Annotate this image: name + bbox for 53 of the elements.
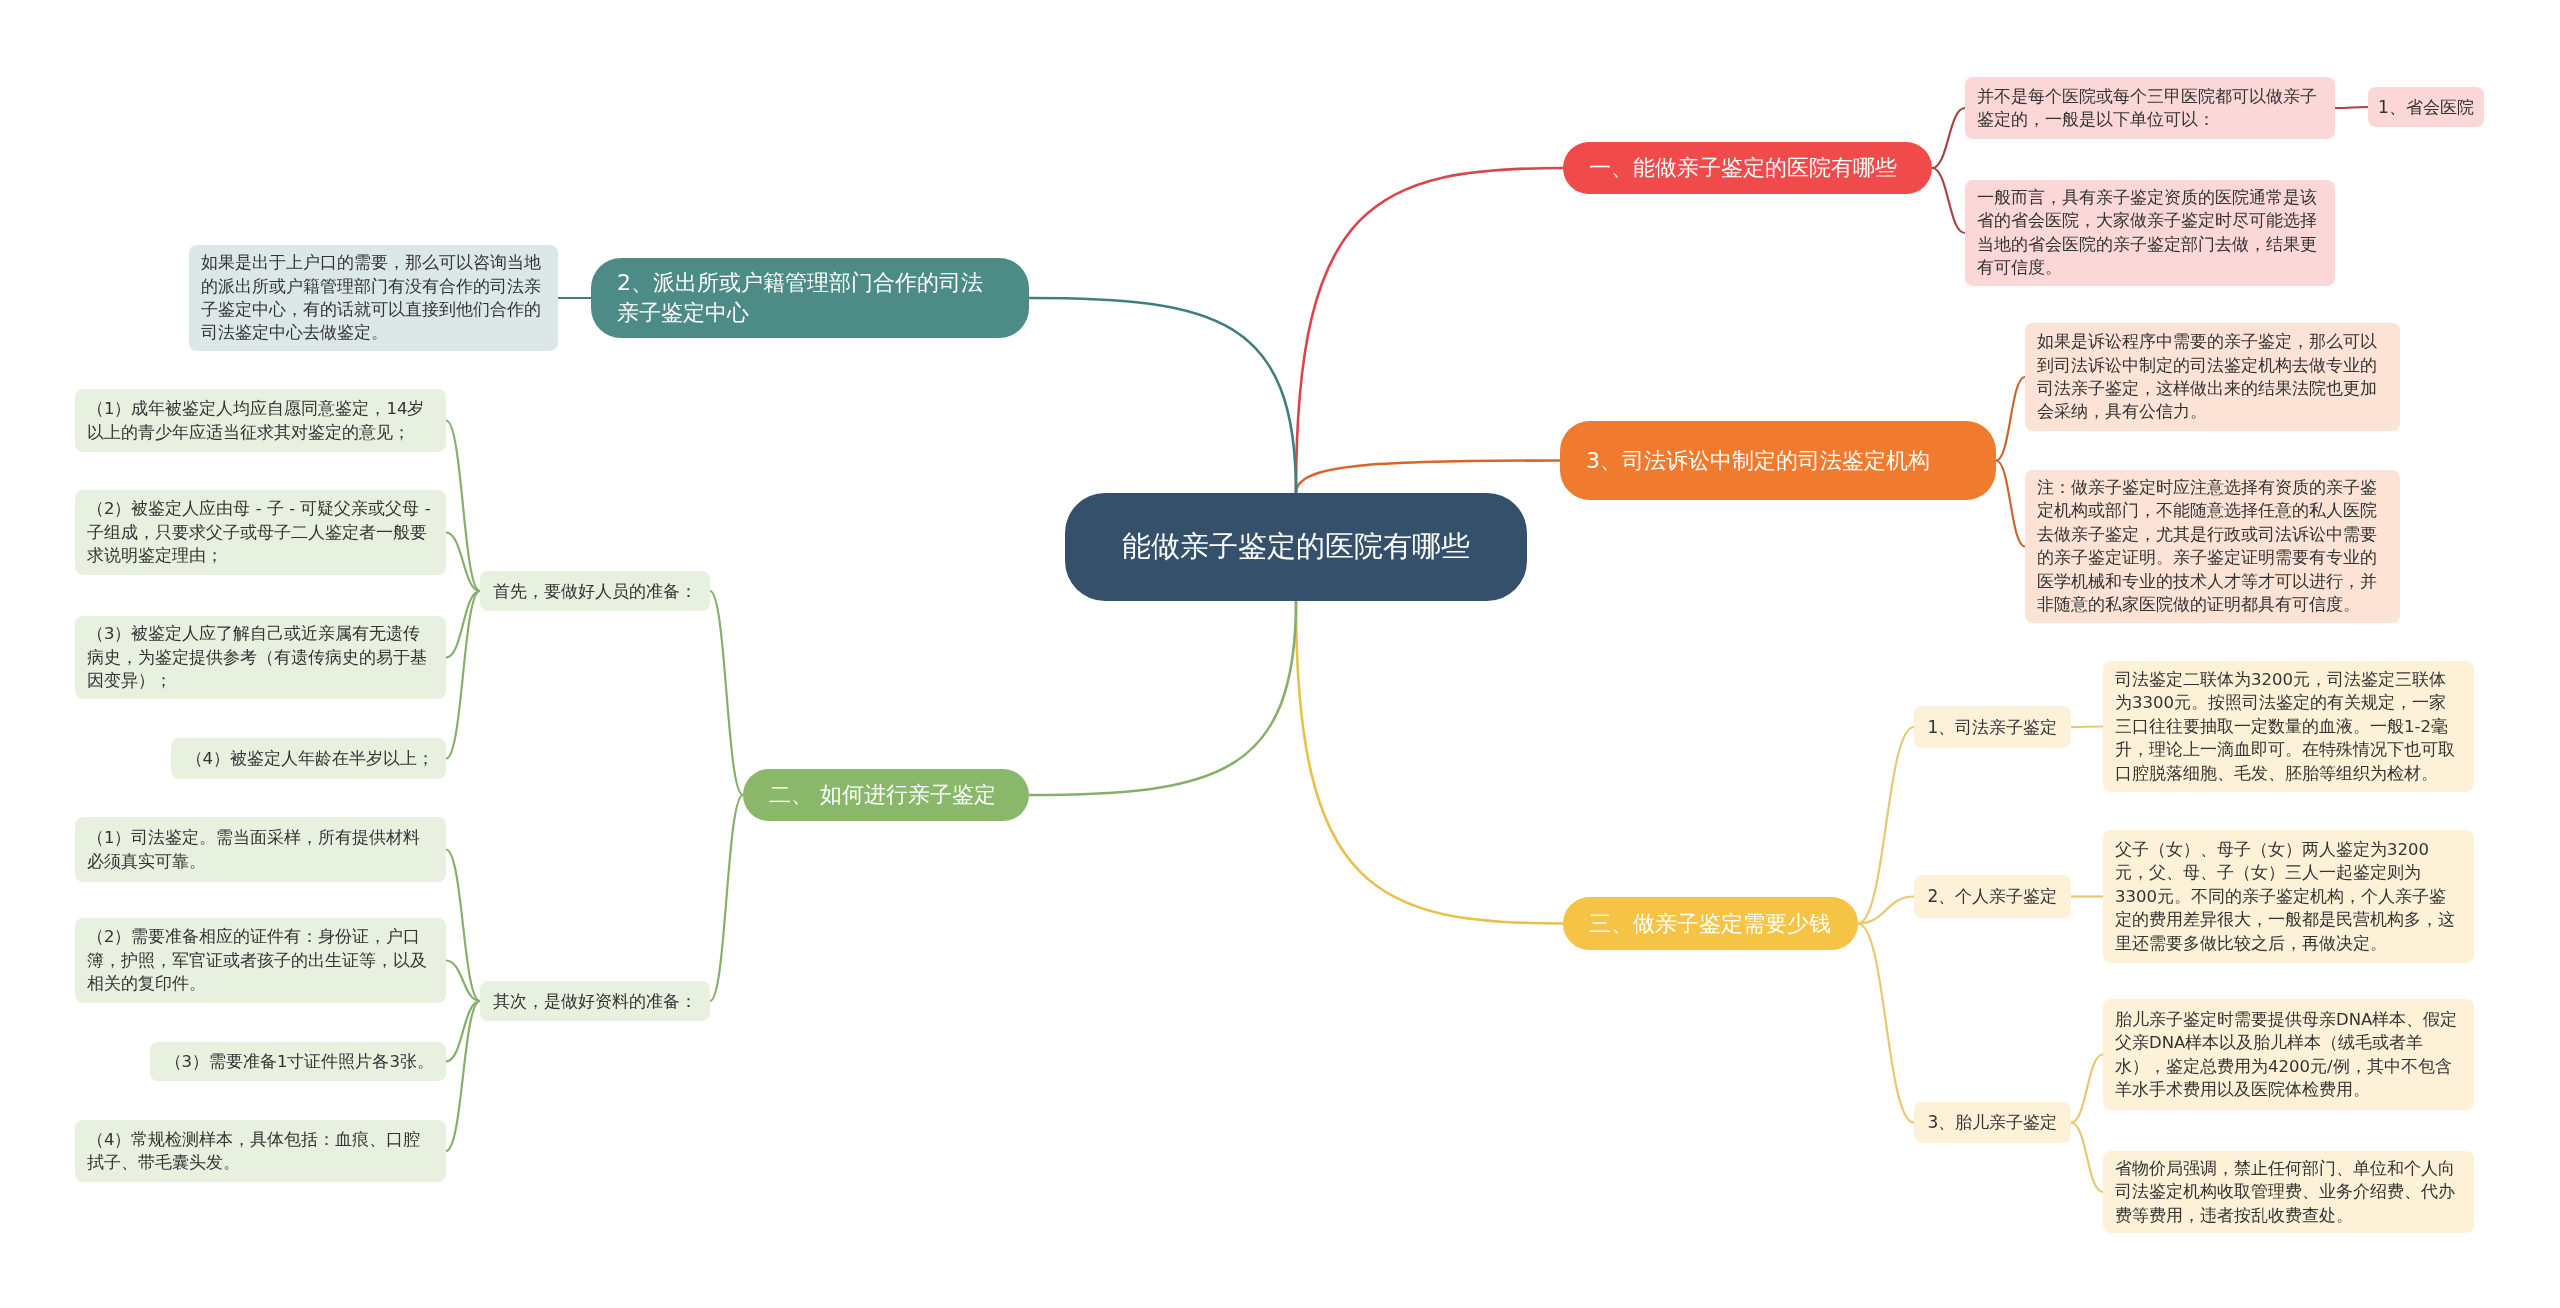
- connector-line: [1857, 895, 1915, 925]
- note-box: 并不是每个医院或每个三甲医院都可以做亲子鉴定的，一般是以下单位可以：: [1965, 77, 2335, 139]
- connector-line: [445, 531, 481, 593]
- note-box: 如果是诉讼程序中需要的亲子鉴定，那么可以到司法诉讼中制定的司法鉴定机构去做专业的司法亲子鉴定，这样做出来的结果法院也更加会采纳，具有公信力。: [2025, 323, 2400, 431]
- note-box: （1）司法鉴定。需当面采样，所有提供材料必须真实可靠。: [75, 817, 446, 882]
- connector-line: [709, 590, 744, 796]
- connector-line: [2071, 895, 2103, 898]
- connector-line: [2070, 1053, 2104, 1124]
- branch-box: 三、做亲子鉴定需要少钱: [1563, 897, 1858, 950]
- connector-line: [1857, 922, 1915, 1124]
- note-box: 如果是出于上户口的需要，那么可以咨询当地的派出所或户籍管理部门有没有合作的司法亲子鉴定中心，有的话就可以直接到他们合作的司法鉴定中心去做鉴定。: [189, 245, 558, 351]
- connector-line: [1995, 376, 2026, 462]
- connector-line: [445, 419, 481, 592]
- connector-line: [1931, 166, 1966, 235]
- connector-line: [1029, 296, 1298, 494]
- connector-line: [445, 589, 481, 659]
- branch-box: 一、能做亲子鉴定的医院有哪些: [1563, 142, 1932, 194]
- note-box: （4）常规检测样本，具体包括：血痕、口腔拭子、带毛囊头发。: [75, 1120, 446, 1182]
- connector-line: [1995, 459, 2026, 548]
- topic-box: 3、胎儿亲子鉴定: [1914, 1102, 2071, 1143]
- note-box: 注：做亲子鉴定时应注意选择有资质的亲子鉴定机构或部门，不能随意选择任意的私人医院去做亲子鉴定，尤其是行政或司法诉讼中需要的亲子鉴定证明。亲子鉴定证明需要有专业的医学机械和专业的技术人才等才可以进行，并非随意的私家医院做的证明都具有可信度。: [2025, 470, 2400, 623]
- topic-box: 其次，是做好资料的准备：: [480, 981, 710, 1021]
- note-box: 一般而言，具有亲子鉴定资质的医院通常是该省的省会医院，大家做亲子鉴定时尽可能选择当地的省会医院的亲子鉴定部门去做，结果更有可信度。: [1965, 180, 2335, 286]
- connector-line: [2335, 105, 2368, 110]
- note-box: 父子（女）、母子（女）两人鉴定为3200元，父、母、子（女）三人一起鉴定则为3300元。不同的亲子鉴定机构，个人亲子鉴定的费用差异很大，一般都是民营机构多，这里还需要多做比较之后，再做决定。: [2103, 830, 2474, 963]
- topic-box: 2、个人亲子鉴定: [1914, 875, 2071, 918]
- connector-line: [709, 794, 744, 1002]
- note-box: （3）被鉴定人应了解自己或近亲属有无遗传病史，为鉴定提供参考（有遗传病史的易于基因变异）；: [75, 616, 446, 699]
- branch-box: 3、司法诉讼中制定的司法鉴定机构: [1560, 421, 1996, 500]
- note-box: 省物价局强调，禁止任何部门、单位和个人向司法鉴定机构收取管理费、业务介绍费、代办费等费用，违者按乱收费查处。: [2103, 1151, 2474, 1234]
- connector-line: [2070, 1121, 2104, 1194]
- connector-line: [445, 590, 481, 760]
- note-box: （2）需要准备相应的证件有：身份证，户口簿，护照，军官证或者孩子的出生证等，以及相关的复印件。: [75, 918, 446, 1003]
- note-box: （2）被鉴定人应由母 - 子 - 可疑父亲或父母 - 子组成，只要求父子或母子二人鉴定者一般要求说明鉴定理由；: [75, 490, 446, 575]
- topic-box: 1、司法亲子鉴定: [1914, 706, 2071, 748]
- note-box: 司法鉴定二联体为3200元，司法鉴定三联体为3300元。按照司法鉴定的有关规定，一家三口往往要抽取一定数量的血液。一般1-2毫升，理论上一滴血即可。在特殊情况下也可取口腔脱落细胞、毛发、胚胎等组织为检材。: [2103, 661, 2474, 792]
- note-box: 胎儿亲子鉴定时需要提供母亲DNA样本、假定父亲DNA样本以及胎儿样本（绒毛或者羊水），鉴定总费用为4200元/例，其中不包含羊水手术费用以及医院体检费用。: [2103, 999, 2474, 1110]
- topic-box: 首先，要做好人员的准备：: [480, 571, 710, 611]
- branch-box: 2、派出所或户籍管理部门合作的司法亲子鉴定中心: [591, 258, 1029, 338]
- topic-box: 能做亲子鉴定的医院有哪些: [1065, 493, 1527, 601]
- note-box: （1）成年被鉴定人均应自愿同意鉴定，14岁以上的青少年应适当征求其对鉴定的意见；: [75, 389, 446, 452]
- connector-line: [1931, 106, 1966, 170]
- connector-line: [445, 999, 481, 1063]
- connector-line: [1029, 600, 1298, 797]
- connector-line: [445, 848, 481, 1002]
- connector-line: [558, 296, 591, 300]
- topic-box: 1、省会医院: [2368, 87, 2484, 127]
- note-box: （4）被鉴定人年龄在半岁以上；: [171, 738, 446, 779]
- branch-box: 二、 如何进行亲子鉴定: [743, 769, 1029, 821]
- connector-line: [1294, 459, 1560, 494]
- connector-line: [445, 1000, 481, 1152]
- note-box: （3）需要准备1寸证件照片各3张。: [150, 1042, 446, 1081]
- connector-line: [2071, 725, 2103, 729]
